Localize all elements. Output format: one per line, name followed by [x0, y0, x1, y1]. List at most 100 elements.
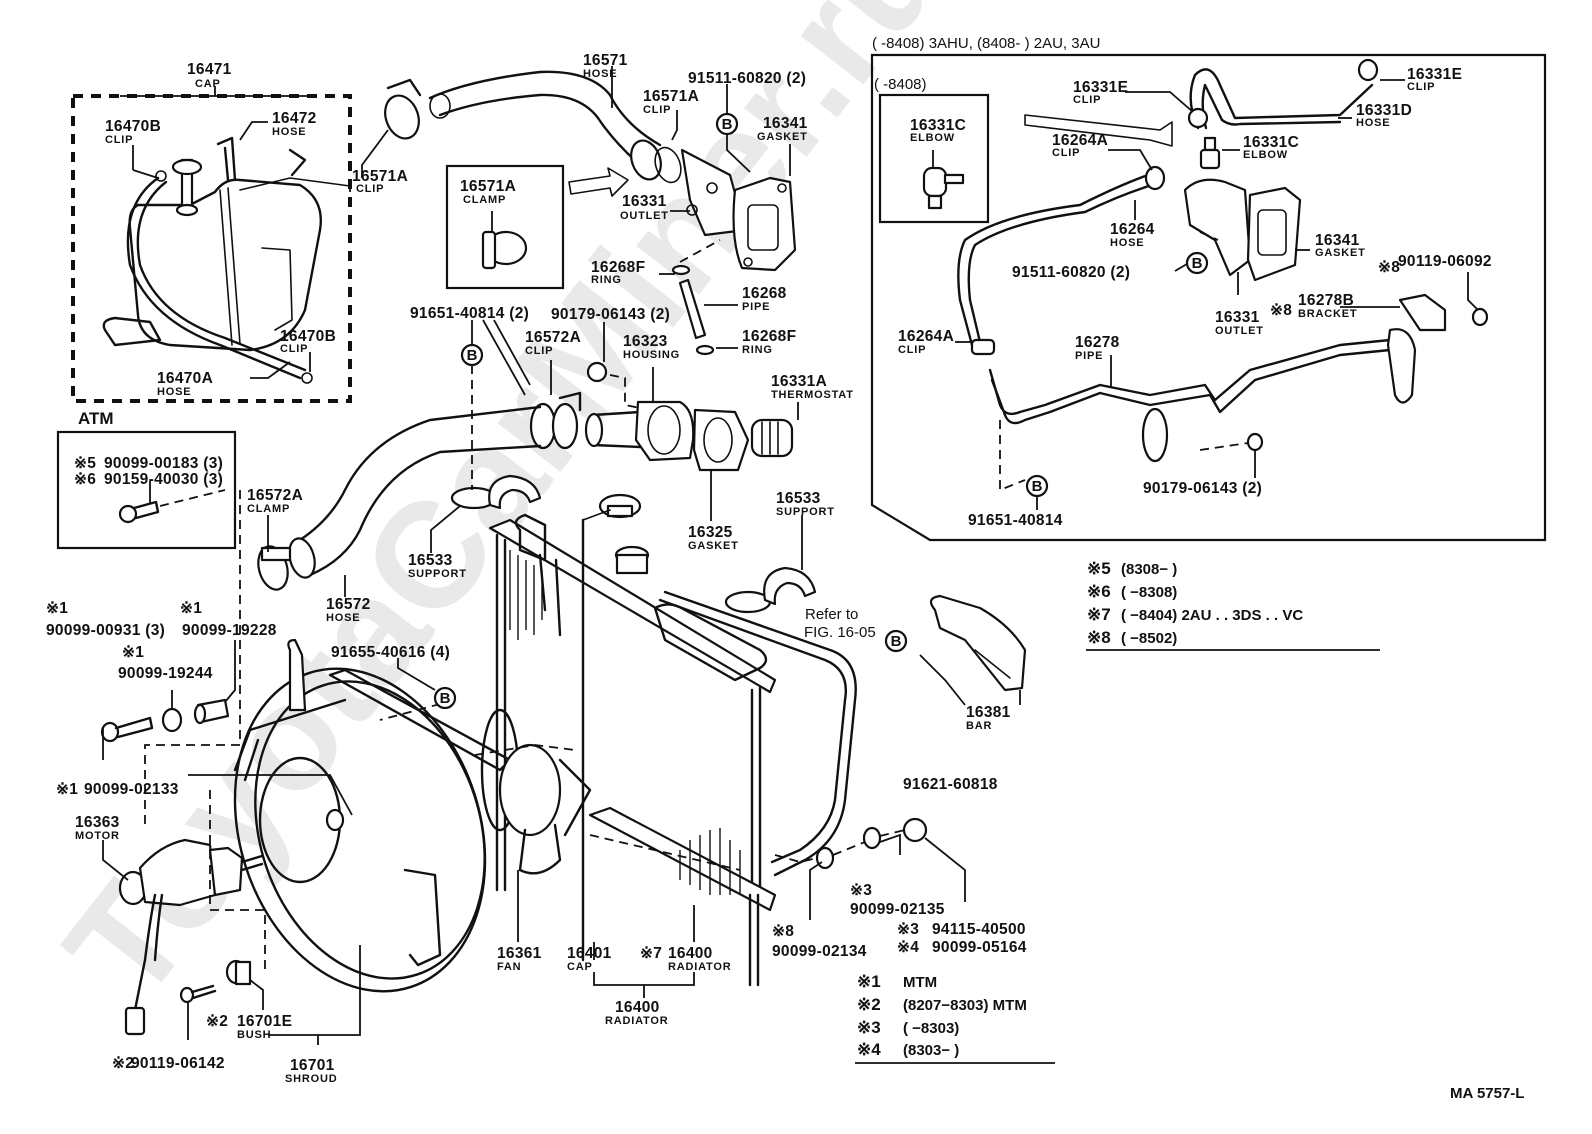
svg-text:GASKET: GASKET: [757, 131, 808, 143]
svg-text:PIPE: PIPE: [1075, 350, 1103, 362]
svg-text:90119-06092: 90119-06092: [1398, 253, 1492, 270]
svg-text:※8: ※8: [1087, 628, 1111, 647]
radiator-16400-drawing: [488, 513, 857, 987]
reservoir-dashed-frame: [71, 94, 352, 403]
svg-text:16470B: 16470B: [105, 118, 161, 135]
svg-text:SUPPORT: SUPPORT: [776, 506, 835, 518]
housing-16323-drawing: [584, 400, 695, 462]
variant-arrow-icon: [1024, 114, 1173, 147]
legend-row: ※8 ( −8502): [1087, 628, 1177, 647]
atm-box: ATM: [56, 409, 237, 550]
svg-text:16331C: 16331C: [910, 117, 966, 134]
svg-text:CLAMP: CLAMP: [247, 503, 290, 515]
svg-text:CAP: CAP: [195, 78, 221, 90]
marked-label: ※8: [1378, 259, 1400, 276]
svg-text:(8308− ): (8308− ): [1121, 561, 1177, 578]
svg-text:BUSH: BUSH: [237, 1029, 271, 1041]
part-label-91655: 91655-40616 (4): [331, 644, 450, 661]
svg-text:91621-60818: 91621-60818: [903, 776, 998, 793]
svg-text:MOTOR: MOTOR: [75, 830, 120, 842]
svg-text:HOSE: HOSE: [1110, 237, 1144, 249]
clip-16571a-left-icon: [384, 78, 451, 140]
svg-text:16572A: 16572A: [247, 487, 303, 504]
svg-text:HOSE: HOSE: [157, 386, 191, 398]
svg-text:90099-05164: 90099-05164: [932, 939, 1027, 956]
svg-text:16331E: 16331E: [1073, 79, 1128, 96]
svg-text:(8303− ): (8303− ): [903, 1042, 959, 1059]
svg-text:16533: 16533: [776, 490, 821, 507]
svg-text:16571: 16571: [583, 52, 628, 69]
svg-text:90099-00183 (3): 90099-00183 (3): [104, 455, 223, 472]
svg-text:16331D: 16331D: [1356, 102, 1412, 119]
svg-text:90179-06143 (2): 90179-06143 (2): [1143, 480, 1262, 497]
bracket-16278b-drawing: [1398, 293, 1447, 332]
svg-text:CAP: CAP: [567, 961, 593, 973]
legend-row: ※7( −8404) 2AU . . 3DS . . VC: [1087, 605, 1303, 624]
svg-text:B: B: [467, 347, 478, 364]
svg-text:CLIP: CLIP: [280, 343, 308, 355]
part-label-90179-2: 90179-06143 (2): [551, 306, 670, 323]
svg-text:※1: ※1: [56, 781, 78, 798]
svg-text:( −8502): ( −8502): [1121, 630, 1177, 647]
gasket-16325-drawing: [692, 408, 750, 472]
marked-label: ※1 90099-02133: [56, 781, 179, 798]
clip-16331e-left-icon: [1187, 107, 1209, 129]
part-label-90119-06092: 90119-06092: [1398, 253, 1492, 270]
svg-text:RADIATOR: RADIATOR: [668, 961, 731, 973]
support-16533-right-drawing: [724, 566, 817, 614]
svg-text:B: B: [722, 116, 733, 133]
svg-text:PIPE: PIPE: [742, 301, 770, 313]
b-marker: B: [460, 343, 484, 367]
elbow-inset-frame: [878, 93, 990, 224]
svg-text:16571A: 16571A: [352, 168, 408, 185]
svg-text:16264A: 16264A: [1052, 132, 1108, 149]
svg-text:16341: 16341: [763, 115, 808, 132]
bolt-icon: [118, 500, 160, 524]
pipe-16268-drawing: [671, 264, 715, 356]
svg-text:16278B: 16278B: [1298, 292, 1354, 309]
svg-text:RADIATOR: RADIATOR: [605, 1015, 668, 1027]
part-label-90179-right: 90179-06143 (2): [1143, 480, 1262, 497]
bolt-90099-00931-icon: [100, 716, 154, 743]
nut-icon: [586, 361, 608, 383]
variant-frame: [870, 53, 1547, 542]
svg-text:16401: 16401: [567, 945, 612, 962]
b-marker: B: [1185, 251, 1209, 275]
collar-90099-19244-icon: [161, 707, 183, 733]
svg-text:16470B: 16470B: [280, 328, 336, 345]
part-label-91511-right: 91511-60820 (2): [1012, 264, 1130, 281]
svg-text:16381: 16381: [966, 704, 1011, 721]
bolt-90119-06092-icon: [1471, 307, 1489, 327]
svg-text:16341: 16341: [1315, 232, 1360, 249]
svg-text:16701E: 16701E: [237, 1013, 292, 1030]
svg-text:16331: 16331: [1215, 309, 1260, 326]
upper-hose-drawing: [428, 70, 662, 167]
lower-hose-group: [257, 405, 542, 591]
svg-text:16400: 16400: [615, 999, 660, 1016]
svg-text:16571A: 16571A: [643, 88, 699, 105]
svg-text:91651-40814 (2): 91651-40814 (2): [410, 305, 529, 322]
svg-text:90099-02133: 90099-02133: [84, 781, 179, 798]
svg-text:16331: 16331: [622, 193, 667, 210]
outlet-16331-drawing: [630, 139, 747, 237]
atm-label: ATM: [78, 409, 114, 428]
